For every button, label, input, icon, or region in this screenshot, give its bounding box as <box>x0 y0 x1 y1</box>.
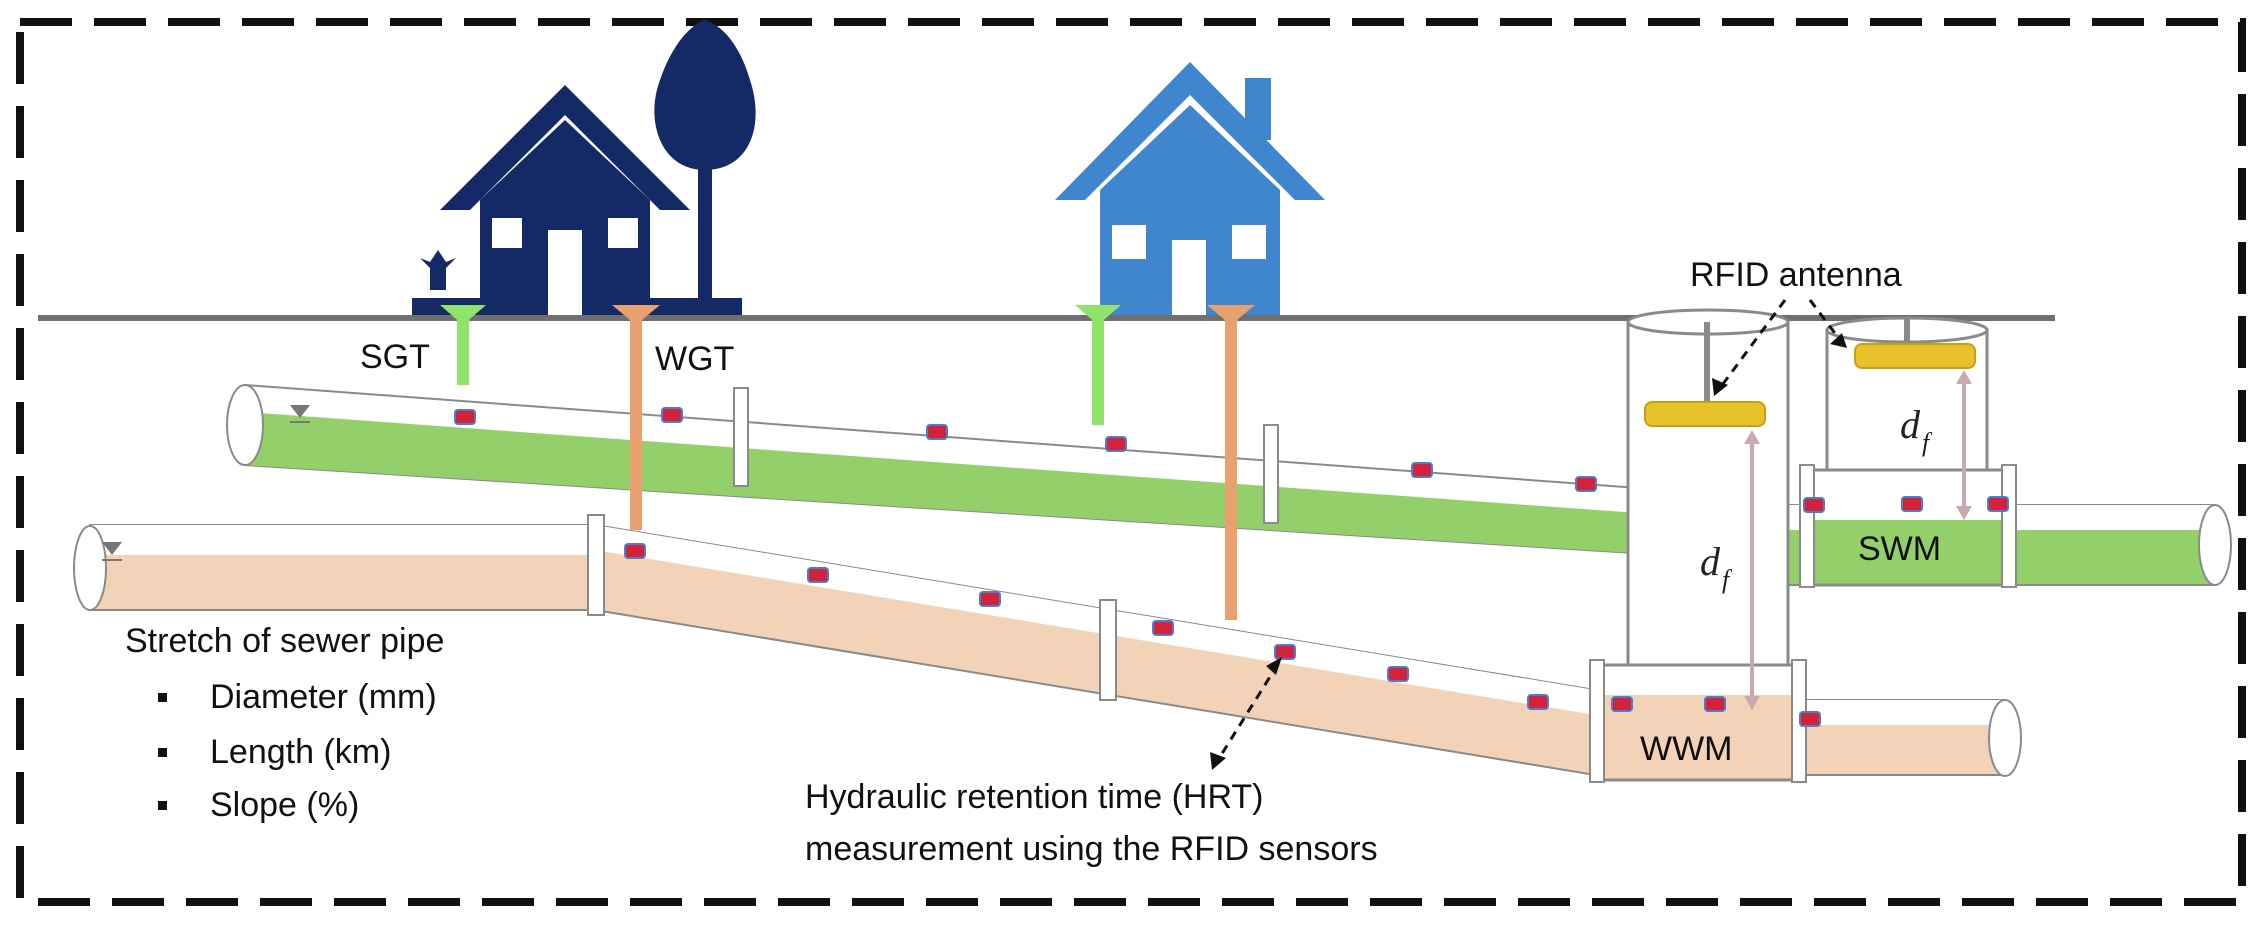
rfid-antenna-label: RFID antenna <box>1690 256 1902 294</box>
wgt-funnel-icon <box>612 305 660 325</box>
waste-outflow-end <box>1988 699 2022 777</box>
pipe-info-bullet: Slope (%) <box>210 786 359 824</box>
dashed-border <box>16 18 2246 906</box>
rfid-antenna-pointers <box>1718 299 1842 389</box>
hrt-caption-line1: Hydraulic retention time (HRT) <box>805 778 1264 816</box>
bullet-icon <box>158 801 167 810</box>
waste-gully-funnel-icon <box>1207 305 1255 325</box>
storm-pipe-joint <box>1263 424 1279 524</box>
rfid-sensor-icon <box>926 424 948 440</box>
rfid-sensor-icon <box>1387 666 1409 682</box>
rfid-sensor-icon <box>624 543 646 559</box>
wwm-rfid-antenna-icon <box>1644 401 1766 427</box>
waste-pipe-end <box>73 525 107 611</box>
storm-pipe-joint <box>733 387 749 487</box>
sgt-connector <box>457 315 469 385</box>
rfid-sensor-icon <box>1611 696 1633 712</box>
rfid-sensor-icon <box>1799 711 1821 727</box>
waste-pipe-joint <box>587 514 605 616</box>
rfid-sensor-icon <box>979 591 1001 607</box>
storm-pipe-end <box>226 384 264 466</box>
rfid-sensor-icon <box>1803 497 1825 513</box>
df-subscript: f <box>1922 428 1933 457</box>
water-level-marker-icon <box>102 542 122 555</box>
df-label-swm: d f <box>1900 402 1933 457</box>
waste-gully-connector <box>1225 315 1237 620</box>
wwm-manhole <box>1589 308 1807 783</box>
swm-rfid-antenna-icon <box>1854 343 1976 369</box>
df-symbol: d <box>1700 539 1721 584</box>
house-dark-windows <box>492 218 638 315</box>
rfid-sensor-icon <box>1274 644 1296 660</box>
sgt-label: SGT <box>360 338 430 376</box>
storm-water-fill <box>245 412 1665 555</box>
swm-label: SWM <box>1858 530 1941 568</box>
pipe-info-bullets: Diameter (mm) Length (km) Slope (%) <box>158 678 437 824</box>
rfid-sensor-icon <box>1575 476 1597 492</box>
rfid-sensor-icon <box>1105 436 1127 452</box>
swm-manhole <box>1799 316 2017 588</box>
sgt-funnel-icon <box>440 305 486 325</box>
storm-outflow-end <box>2198 504 2232 586</box>
water-level-marker-icon <box>290 405 310 418</box>
df-symbol: d <box>1900 402 1921 447</box>
swm-antenna-mount <box>1904 318 1910 346</box>
rfid-sensor-icon <box>454 409 476 425</box>
rfid-sensor-icon <box>1411 462 1433 478</box>
rfid-sensor-icon <box>661 407 683 423</box>
rfid-sensor-icon <box>807 567 829 583</box>
waste-pipe-joint <box>1099 599 1117 701</box>
rfid-sensor-icon <box>1987 496 2009 512</box>
hrt-caption-line2: measurement using the RFID sensors <box>805 830 1378 868</box>
bullet-icon <box>158 748 167 757</box>
wwm-antenna-mount <box>1704 322 1710 404</box>
wgt-label: WGT <box>655 340 734 378</box>
house-light-windows <box>1112 225 1266 315</box>
rfid-sensor-icon <box>1152 620 1174 636</box>
house-light-icon <box>1055 62 1325 315</box>
pipe-info-title: Stretch of sewer pipe <box>125 622 444 660</box>
house-dark-icon <box>412 20 756 316</box>
df-subscript: f <box>1722 565 1733 594</box>
bullet-icon <box>158 693 167 702</box>
storm-gully-connector <box>1092 315 1104 425</box>
rfid-sensor-icon <box>1527 694 1549 710</box>
rfid-sensor-icon <box>1901 496 1923 512</box>
rfid-sensors <box>454 407 2009 727</box>
wgt-connector <box>630 315 642 530</box>
df-label-wwm: d f <box>1700 539 1733 594</box>
storm-gully-funnel-icon <box>1075 305 1121 325</box>
rfid-sensor-icon <box>1704 696 1726 712</box>
hrt-pointer <box>1216 663 1280 761</box>
pipe-info-bullet: Diameter (mm) <box>210 678 437 716</box>
pipe-info-bullet: Length (km) <box>210 733 391 771</box>
wwm-label: WWM <box>1640 730 1733 768</box>
